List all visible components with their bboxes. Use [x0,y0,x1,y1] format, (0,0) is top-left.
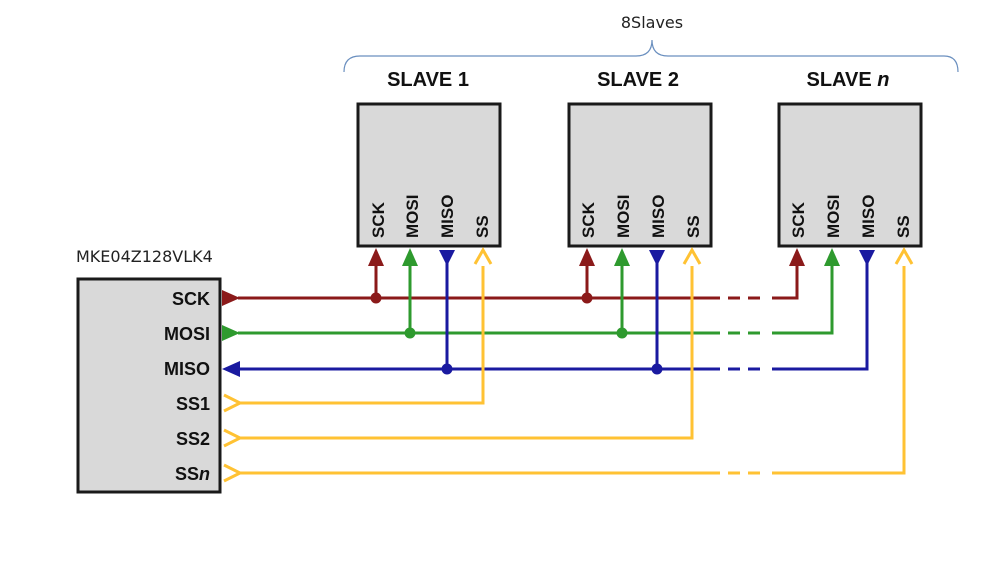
slave-n-pin-mosi: MOSI [824,195,843,238]
master-title: MKE04Z128VLK4 [76,247,213,266]
slave-1-pin-mosi: MOSI [403,195,422,238]
sck-wire-end [772,266,799,300]
miso-junction-2 [651,363,663,375]
master-pin-mosi: MOSI [164,324,210,344]
sck-arrow-master [222,290,240,306]
slave-2-pin-mosi: MOSI [614,195,633,238]
ss-lines [238,266,906,475]
sck-arrow-slave-n [789,248,805,266]
slave-2-box [567,102,713,248]
master-box [76,277,222,494]
group-brace [343,39,959,73]
ssn-arrow-master [223,463,244,483]
mosi-junction-2 [616,327,628,339]
slave-2-title: SLAVE 2 [597,69,679,91]
sck-arrow-slave-1 [368,248,384,266]
ssn-wire-end [772,266,906,475]
miso-arrow-slave-1 [439,250,455,266]
slave-2-title-text: SLAVE 2 [597,69,679,91]
master-pin-miso: MISO [164,359,210,379]
master-pin-ssn: SSn [175,464,210,484]
ss1-arrow-master [223,393,244,413]
slave-1-pin-ss: SS [473,215,492,238]
miso-arrow-master [222,361,240,377]
ss-arrow-slave-1 [473,246,493,265]
mosi-arrow-slave-2 [614,248,630,266]
master-pin-ssn-suffix: n [199,464,210,484]
slave-n-pin-miso: MISO [859,195,878,238]
miso-arrow-slave-2 [649,250,665,266]
mosi-arrow-slave-1 [402,248,418,266]
ss-arrow-slave-n [894,246,914,265]
slave-1-title: SLAVE 1 [387,69,469,91]
mosi-arrow-master [222,325,240,341]
slave-n-pin-sck: SCK [789,201,808,238]
mosi-junction-1 [404,327,416,339]
sck-junction-2 [581,292,593,304]
master-pin-sck: SCK [172,289,210,309]
miso-junction-1 [441,363,453,375]
sck-arrow-slave-2 [579,248,595,266]
slave-n: SLAVE n SCK MOSI MISO SS [777,69,923,248]
slave-1-pin-miso: MISO [438,195,457,238]
slave-n-box [777,102,923,248]
sck-bus [238,266,799,300]
slave-1-title-text: SLAVE 1 [387,69,469,91]
slave-2: SLAVE 2 SCK MOSI MISO SS [567,69,713,248]
slave-1: SLAVE 1 SCK MOSI MISO SS [356,69,502,248]
slave-n-title-suffix: n [877,69,889,91]
ss1-wire [238,266,485,405]
miso-bus [232,254,869,371]
mosi-bus [238,266,834,335]
mosi-arrow-slave-n [824,248,840,266]
slave-2-pin-miso: MISO [649,195,668,238]
slave-n-title: SLAVE n [807,69,890,91]
ss-arrow-slave-2 [682,246,702,265]
ss2-wire [238,266,694,440]
sck-junction-1 [370,292,382,304]
slave-1-pin-sck: SCK [369,201,388,238]
mosi-wire-end [772,266,834,335]
slave-n-title-text: SLAVE [807,69,878,91]
master-pin-ss2: SS2 [176,429,210,449]
master-pin-ssn-base: SS [175,464,199,484]
slave-n-pin-ss: SS [894,215,913,238]
group-label: 8Slaves [621,13,683,32]
master-pin-ss1: SS1 [176,394,210,414]
miso-arrow-slave-n [859,250,875,266]
miso-wire-end [772,254,869,371]
ss2-arrow-master [223,428,244,448]
slave-2-pin-ss: SS [684,215,703,238]
slave-2-pin-sck: SCK [579,201,598,238]
slave-1-box [356,102,502,248]
